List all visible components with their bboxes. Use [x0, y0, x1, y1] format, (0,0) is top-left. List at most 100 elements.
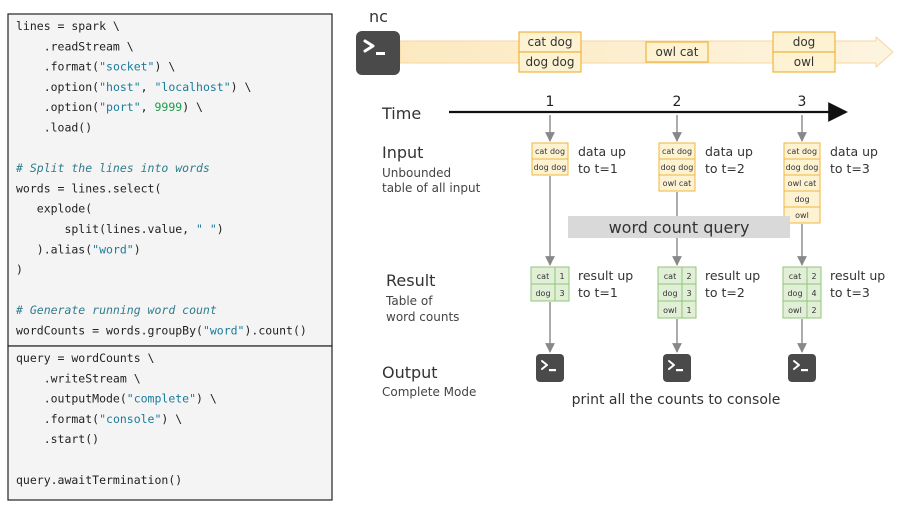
- code-line: .readStream \: [16, 39, 134, 53]
- result-count-cell: [554, 283, 570, 302]
- result-count: 1: [559, 272, 564, 281]
- input-subtitle-1: Unbounded: [382, 166, 451, 180]
- stream-cell: [645, 41, 709, 63]
- output-caption: print all the counts to console: [572, 392, 781, 408]
- input-table-2: cat dog dog dog owl cat: [658, 142, 696, 192]
- input-subtitle-2: table of all input: [382, 181, 481, 195]
- code-line: .format("console") \: [16, 412, 182, 426]
- result-count: 3: [686, 289, 691, 298]
- code-line: ).alias("word"): [16, 242, 141, 256]
- output-subtitle: Complete Mode: [382, 385, 476, 399]
- result-note-2: result up: [705, 268, 760, 283]
- input-note-3: data up: [830, 144, 878, 159]
- input-cell-text: dog dog: [534, 163, 567, 172]
- stream-cell-text: owl: [794, 55, 815, 69]
- input-table-1: cat dog dog dog: [531, 142, 569, 176]
- word-count-query-label: word count query: [609, 218, 750, 237]
- result-note-3: result up: [830, 268, 885, 283]
- code-line: .option("host", "localhost") \: [16, 80, 252, 94]
- result-note-1: to t=1: [578, 285, 618, 300]
- input-cell: [531, 158, 569, 176]
- input-cell-text: owl cat: [788, 179, 817, 188]
- time-tick-1: 1: [546, 94, 555, 110]
- result-count-cell: [806, 300, 822, 319]
- input-cell-text: cat dog: [535, 147, 565, 156]
- code-line: query.awaitTermination(): [16, 473, 182, 487]
- terminal-icon-nc: [356, 31, 400, 75]
- result-count: 3: [559, 289, 564, 298]
- code-line: .writeStream \: [16, 371, 141, 385]
- result-count: 2: [811, 306, 816, 315]
- output-title: Output: [382, 363, 438, 382]
- result-word: cat: [664, 272, 676, 281]
- code-line: split(lines.value, " "): [16, 222, 224, 236]
- result-table-2: cat 2 dog 3 owl 1: [657, 266, 697, 319]
- code-line: .format("socket") \: [16, 60, 175, 74]
- time-tick-3: 3: [798, 94, 807, 110]
- code-line: .start(): [16, 432, 99, 446]
- result-word: dog: [535, 289, 550, 298]
- result-count-cell: [681, 300, 697, 319]
- result-count: 1: [686, 306, 691, 315]
- result-subtitle-2: word counts: [386, 310, 459, 324]
- input-cell-text: dog: [794, 195, 809, 204]
- input-table-3: cat dog dog dog owl cat dog owl: [783, 142, 821, 224]
- code-line: wordCounts = words.groupBy("word").count…: [16, 324, 307, 338]
- input-cell: [783, 206, 821, 224]
- result-count: 2: [811, 272, 816, 281]
- stream-batch-1: cat dog dog dog: [518, 31, 582, 73]
- time-label: Time: [381, 104, 421, 123]
- input-cell-text: cat dog: [662, 147, 692, 156]
- time-tick-2: 2: [673, 94, 682, 110]
- result-count: 2: [686, 272, 691, 281]
- code-line: explode(: [16, 202, 92, 216]
- input-note-1: data up: [578, 144, 626, 159]
- result-word: owl: [788, 306, 802, 315]
- input-note-2: data up: [705, 144, 753, 159]
- result-word: dog: [787, 289, 802, 298]
- stream-cell: [518, 51, 582, 73]
- word-count-query-bar: word count query: [568, 216, 790, 238]
- code-line: .outputMode("complete") \: [16, 392, 217, 406]
- result-word: owl: [663, 306, 677, 315]
- stream-batch-2: owl cat: [645, 41, 709, 63]
- code-line: lines = spark \: [16, 19, 120, 33]
- input-note-3: to t=3: [830, 161, 870, 176]
- input-cell-text: owl: [795, 211, 809, 220]
- terminal-icon-output-1: [536, 354, 564, 382]
- stream-cell-text: cat dog: [527, 35, 572, 49]
- stream-cell-text: owl cat: [656, 45, 699, 59]
- result-word: cat: [537, 272, 549, 281]
- code-panel-top: lines = spark \ .readStream \ .format("s…: [7, 13, 333, 347]
- result-subtitle-1: Table of: [385, 294, 433, 308]
- result-word: dog: [662, 289, 677, 298]
- result-note-2: to t=2: [705, 285, 745, 300]
- input-cell-text: owl cat: [663, 179, 692, 188]
- code-line: ): [16, 263, 23, 277]
- code-line: .load(): [16, 121, 92, 135]
- code-line: # Split the lines into words: [15, 161, 210, 175]
- input-note-1: to t=1: [578, 161, 618, 176]
- stream-cell: [772, 51, 836, 73]
- input-cell-text: dog dog: [786, 163, 819, 172]
- result-table-1: cat 1 dog 3: [530, 266, 570, 302]
- result-note-3: to t=3: [830, 285, 870, 300]
- result-count: 4: [811, 289, 816, 298]
- code-line: # Generate running word count: [15, 303, 217, 317]
- terminal-icon-output-3: [788, 354, 816, 382]
- input-cell-text: cat dog: [787, 147, 817, 156]
- result-table-3: cat 2 dog 4 owl 2: [782, 266, 822, 319]
- code-line: query = wordCounts \: [16, 351, 155, 365]
- result-word: cat: [789, 272, 801, 281]
- terminal-icon-output-2: [663, 354, 691, 382]
- result-title: Result: [386, 271, 435, 290]
- nc-label: nc: [369, 7, 388, 26]
- code-panel-bottom: query = wordCounts \ .writeStream \ .out…: [7, 345, 333, 501]
- stream-cell-text: dog dog: [526, 55, 575, 69]
- input-cell: [658, 174, 696, 192]
- input-cell-text: dog dog: [661, 163, 694, 172]
- input-title: Input: [382, 143, 423, 162]
